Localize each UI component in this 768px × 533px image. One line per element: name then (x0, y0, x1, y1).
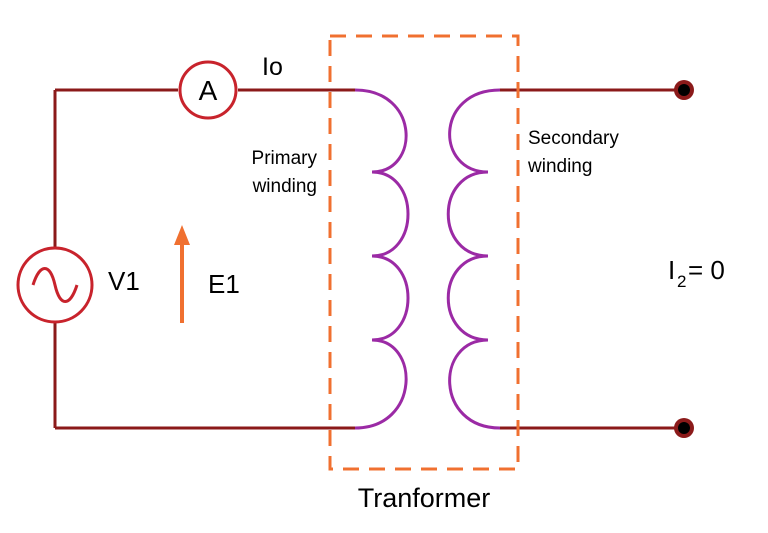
ammeter: A (178, 60, 238, 120)
emf-arrow (174, 225, 190, 323)
ammeter-circle (178, 60, 238, 120)
transformer-core-outline (328, 34, 520, 471)
secondary-winding-label-line1: Secondary (528, 128, 619, 149)
primary-winding-coil (354, 88, 410, 430)
primary-winding-label-line1: Primary (252, 148, 318, 169)
primary-winding-label-line2: winding (252, 176, 317, 197)
ac-source (16, 246, 94, 324)
transformer-caption: Tranformer (358, 483, 491, 513)
ammeter-label: A (199, 75, 218, 106)
secondary-winding-label-line2: winding (527, 156, 592, 177)
secondary-terminal-top (674, 80, 694, 100)
secondary-current-label: I 2 = 0 (668, 255, 725, 291)
no-load-current-label: Io (262, 53, 283, 81)
secondary-winding-coil (446, 88, 501, 430)
secondary-current-symbol: I (668, 255, 675, 285)
secondary-current-value: = 0 (688, 255, 725, 285)
secondary-current-subscript: 2 (677, 272, 686, 291)
secondary-terminal-bottom (674, 418, 694, 438)
sine-wave-icon (31, 267, 79, 303)
source-voltage-label: V1 (108, 266, 140, 296)
emf-label: E1 (208, 269, 240, 299)
